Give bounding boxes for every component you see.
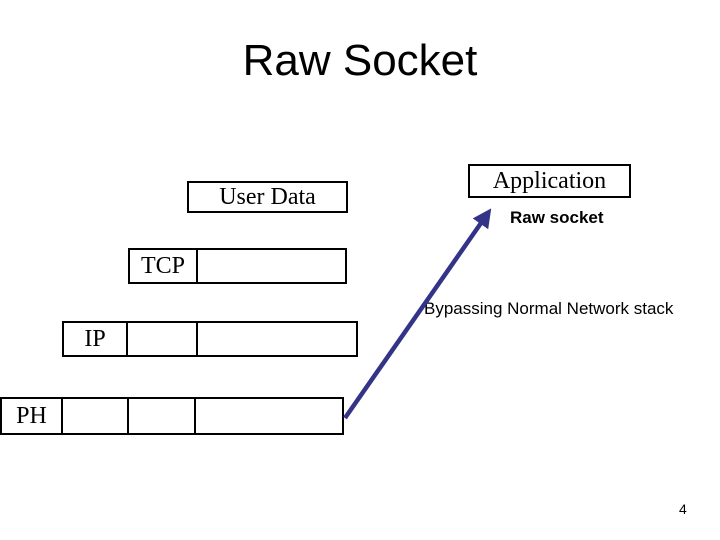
ph-data-cell-2 — [127, 397, 196, 435]
ip-data-cell-1 — [126, 321, 198, 357]
ph-header-cell: PH — [0, 397, 63, 435]
ip-label: IP — [84, 325, 106, 352]
tcp-label: TCP — [140, 252, 185, 279]
tcp-header-cell: TCP — [128, 248, 198, 284]
ip-data-cell-2 — [196, 321, 358, 357]
ph-data-cell-1 — [61, 397, 129, 435]
tcp-row: TCP — [128, 248, 347, 284]
user-data-label: User Data — [219, 183, 316, 210]
ph-data-cell-3 — [194, 397, 344, 435]
ph-row: PH — [0, 397, 344, 435]
user-data-box: User Data — [187, 181, 348, 213]
application-label: Application — [492, 167, 607, 194]
raw-socket-label: Raw socket — [510, 208, 604, 227]
application-box: Application — [468, 164, 631, 198]
page-number: 4 — [679, 501, 687, 517]
slide-title: Raw Socket — [242, 36, 478, 85]
ip-header-cell: IP — [62, 321, 128, 357]
bypassing-label: Bypassing Normal Network stack — [424, 299, 674, 318]
ip-row: IP — [62, 321, 358, 357]
tcp-data-cell — [196, 248, 347, 284]
ph-label: PH — [16, 402, 47, 429]
